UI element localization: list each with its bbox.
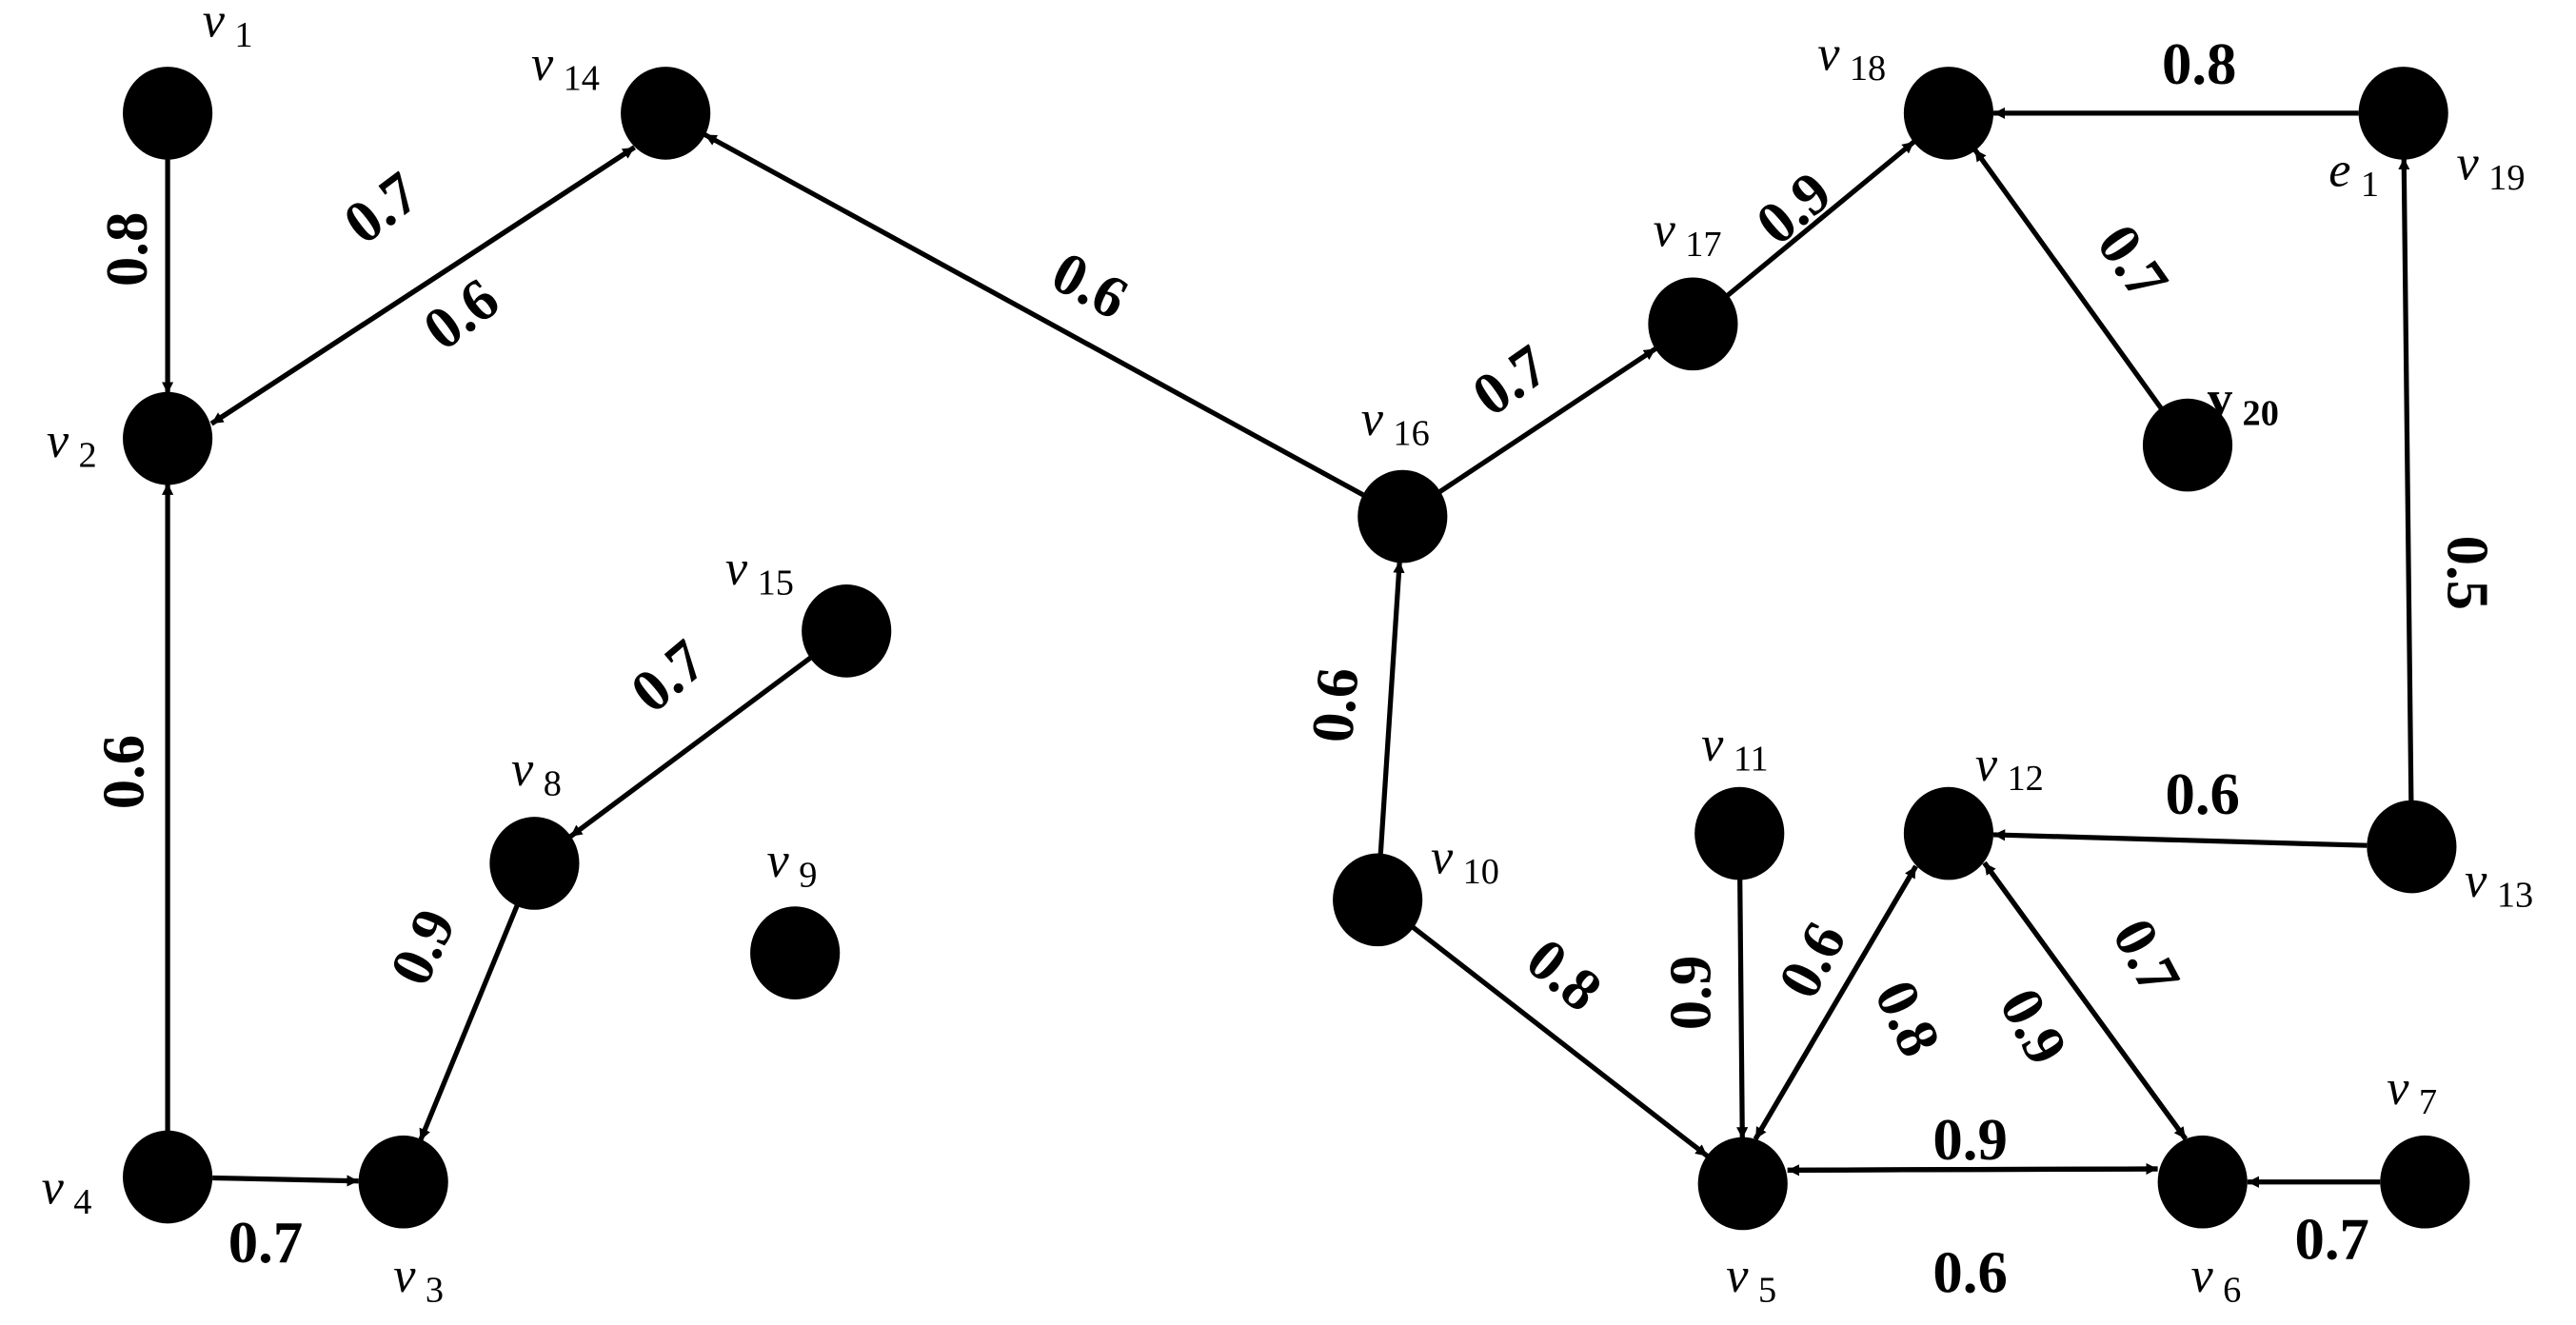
node-v7: [2380, 1135, 2470, 1229]
node-v13: [2367, 800, 2457, 894]
edge-weight-label: 0.8: [93, 212, 160, 287]
edge-v11-v5: [1736, 878, 1749, 1139]
edge-weight-label: 0.9: [1743, 158, 1843, 257]
node-v3: [358, 1135, 448, 1229]
edge-v13-v19: [2398, 157, 2414, 802]
edge-v13-v12: [1992, 829, 2368, 848]
edge-weight-label: 0.6: [411, 265, 511, 363]
edge-v17-v18: [1726, 139, 1916, 298]
node-v11: [1694, 786, 1785, 880]
edge-v20-v18: [1972, 148, 2164, 410]
edge-v8-v3: [418, 903, 520, 1142]
edge-weight-label: 0.7: [1460, 331, 1559, 428]
edge-v4-v3: [212, 1175, 359, 1187]
edge-v16-v14: [703, 132, 1365, 498]
node-v10: [1333, 853, 1423, 947]
node-v19: [2358, 67, 2448, 160]
node-v17: [1648, 277, 1738, 371]
edge-weight-label: 0.9: [377, 900, 469, 996]
node-v18: [1903, 67, 1994, 160]
node-v15: [802, 584, 892, 678]
node-v16: [1357, 469, 1448, 564]
node-v1: [123, 67, 213, 160]
edge-weight-label: 0.9: [1987, 978, 2081, 1075]
node-v14: [621, 67, 711, 160]
edge-v2-v14: [209, 145, 636, 426]
edge-weight-label: 0.6: [89, 735, 156, 809]
edge-weight-label: 0.6: [1765, 911, 1859, 1008]
edge-weight-label: 0.7: [618, 626, 718, 725]
edge-v10-v5: [1411, 925, 1710, 1158]
node-v2: [123, 391, 213, 485]
edge-v12-v5: [1753, 864, 1918, 1141]
edge-weight-label: 0.9: [1656, 956, 1723, 1030]
node-v5: [1697, 1137, 1788, 1231]
edge-weight-label: 0.8: [1862, 970, 1954, 1066]
edge-weight-label: 0.9: [1932, 1106, 2007, 1173]
edge-weight-label: 0.6: [1041, 238, 1139, 332]
edge-v6-v5: [1787, 1164, 2158, 1177]
node-v6: [2157, 1135, 2248, 1229]
edge-weight-label: 0.7: [2100, 908, 2194, 1005]
edge-weight-label: 0.8: [2162, 30, 2236, 97]
edge-weight-label: 0.6: [1932, 1238, 2007, 1305]
node-v8: [489, 817, 580, 910]
edge-weight-label: 0.7: [2294, 1205, 2368, 1272]
edge-weight-label: 0.6: [1298, 665, 1372, 745]
edge-weight-label: 0.7: [228, 1209, 303, 1276]
edge-weight-label: 0.7: [331, 159, 431, 257]
edge-v15-v8: [568, 655, 813, 839]
edge-v16-v17: [1438, 346, 1657, 494]
node-v9: [750, 906, 841, 999]
node-v4: [123, 1130, 213, 1224]
edge-weight-label: 0.7: [2084, 212, 2181, 311]
edge-weight-label: 0.8: [1515, 925, 1615, 1024]
edge-v6-v12: [1982, 860, 2188, 1141]
edge-v10-v16: [1377, 561, 1405, 856]
node-v12: [1903, 786, 1994, 880]
edge-weight-label: 0.5: [2434, 536, 2501, 610]
node-v20: [2142, 398, 2233, 492]
edge-weight-label: 0.6: [2165, 761, 2239, 827]
